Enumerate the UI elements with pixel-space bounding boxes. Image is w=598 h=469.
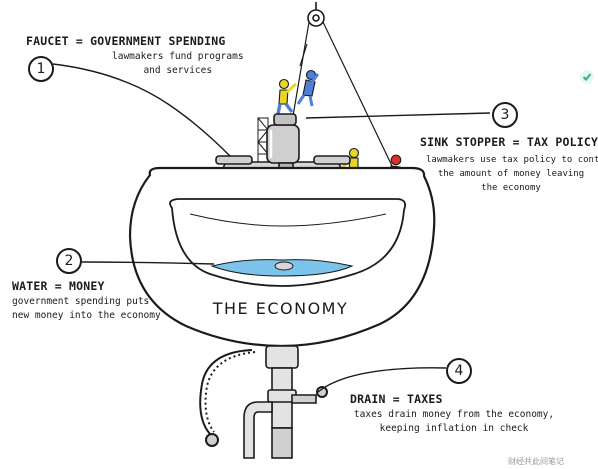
brand-check-icon: [580, 70, 594, 84]
callout-1-number: 1: [36, 61, 46, 77]
callout-2-title: WATER = MONEY: [12, 279, 105, 293]
callout-1-description: lawmakers fund programs and services: [112, 50, 244, 78]
callout-1-line-1: lawmakers fund programs: [112, 51, 244, 62]
callout-2-number: 2: [64, 253, 74, 269]
callout-4-badge: 4: [446, 358, 472, 384]
callout-1-title: FAUCET = GOVERNMENT SPENDING: [26, 34, 226, 48]
sink-label: THE ECONOMY: [212, 299, 349, 318]
callout-3-badge: 3: [492, 102, 518, 128]
callout-4: DRAIN = TAXES: [350, 392, 443, 406]
callout-leaders: [52, 63, 491, 393]
callout-2-badge: 2: [56, 248, 82, 274]
person-blue-climber: [296, 69, 320, 107]
watermark-text: 财经共此间笔记: [508, 457, 564, 466]
callout-2-line-2: new money into the economy: [12, 310, 161, 321]
callout-2: WATER = MONEY government spending puts n…: [12, 279, 161, 323]
callout-3-line-2: the amount of money leaving: [437, 169, 585, 179]
callout-3-line-1: lawmakers use tax policy to control: [426, 155, 598, 165]
pooled-water: [210, 259, 354, 277]
callout-1-line-2: and services: [143, 65, 213, 76]
callout-4-line-2: keeping inflation in check: [379, 423, 529, 434]
callout-4-line-1: taxes drain money from the economy,: [353, 409, 555, 420]
pulley-rope: [291, 21, 394, 169]
sink-bowl: [128, 166, 436, 348]
callout-1-badge: 1: [28, 56, 54, 82]
callout-2-line-1: government spending puts: [12, 296, 150, 307]
callout-3-title: SINK STOPPER = TAX POLICY: [420, 135, 598, 149]
person-yellow-worker: [276, 78, 297, 115]
callout-3: SINK STOPPER = TAX POLICY: [420, 135, 598, 149]
callout-3-number: 3: [500, 107, 510, 123]
callout-4-number: 4: [454, 363, 464, 379]
supply-hose: [199, 349, 328, 447]
drain-pipes: [243, 345, 317, 459]
callout-4-description: taxes drain money from the economy, keep…: [346, 408, 562, 436]
callout-4-title: DRAIN = TAXES: [350, 392, 443, 406]
callout-3-description: lawmakers use tax policy to control the …: [426, 153, 598, 195]
pulley: [307, 2, 325, 27]
callout-3-line-3: the economy: [481, 183, 541, 193]
callout-1: FAUCET = GOVERNMENT SPENDING: [26, 34, 225, 48]
